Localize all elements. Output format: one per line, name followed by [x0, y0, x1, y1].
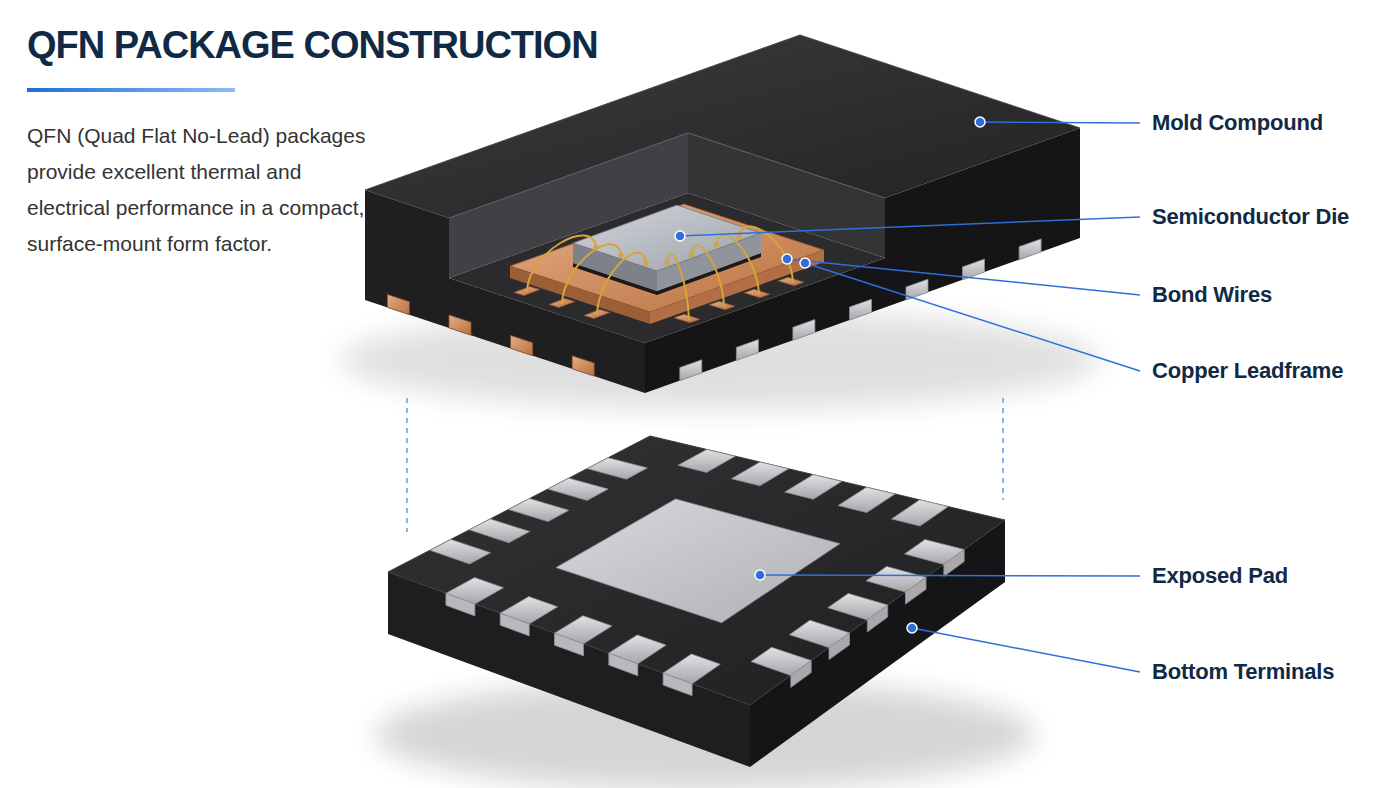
- bottom-terminal: [469, 519, 530, 543]
- bottom-view-package: [388, 436, 1005, 767]
- lead-finger: [674, 314, 700, 323]
- package-terminals: [387, 239, 1041, 381]
- package-terminal: [1019, 239, 1041, 260]
- title-rule: [27, 88, 235, 92]
- bond-wire: [716, 235, 759, 294]
- leader-lines: [675, 117, 1140, 672]
- terminal-wrap: [867, 605, 887, 632]
- leader-line: [805, 263, 1140, 371]
- bond-wire: [527, 236, 596, 291]
- mold-edge: [449, 133, 885, 218]
- bottom-terminal: [509, 499, 569, 522]
- part-label: Bond Wires: [1152, 280, 1272, 310]
- bottom-terminal: [838, 487, 895, 512]
- terminal-wrap: [944, 550, 964, 577]
- label-holder: Exposed Pad: [1152, 561, 1288, 591]
- bottom-terminal: [587, 458, 647, 479]
- leader-line: [787, 259, 1140, 295]
- terminal-wrap: [500, 613, 529, 636]
- package-terminal: [511, 335, 533, 355]
- part-label: Copper Leadframe: [1152, 356, 1343, 386]
- bond-wire: [739, 227, 793, 282]
- leadframe-pad: [510, 204, 824, 312]
- terminal-wrap: [446, 593, 475, 616]
- part-label: Bottom Terminals: [1152, 657, 1334, 687]
- label-holder: Mold Compound: [1152, 108, 1323, 138]
- pads-and-terminals: [430, 449, 964, 695]
- label-holder: QFN (Quad Flat No-Lead) packages provide…: [27, 118, 369, 262]
- package-terminal: [793, 320, 815, 341]
- leader-dot: [755, 570, 765, 580]
- leader-line: [980, 122, 1140, 123]
- package-terminal: [449, 315, 471, 335]
- terminal-wrap: [609, 653, 638, 676]
- bottom-terminal: [785, 475, 842, 500]
- guide-line: [1002, 398, 1004, 500]
- package-terminal: [387, 294, 409, 314]
- terminal-wrap: [663, 673, 692, 696]
- terminal-wrap: [829, 633, 850, 660]
- label-holder: Bond Wires: [1152, 280, 1272, 310]
- leader-line: [912, 628, 1140, 672]
- bottom-terminal: [892, 500, 949, 526]
- bottom-terminal: [548, 478, 608, 500]
- terminal-wrap: [555, 633, 584, 656]
- bond-wire: [691, 246, 724, 306]
- package-terminal: [736, 340, 758, 361]
- leader-dot: [800, 258, 810, 268]
- part-label: Semiconductor Die: [1152, 202, 1349, 232]
- label-holder: Semiconductor Die: [1152, 202, 1349, 232]
- bond-wire: [597, 253, 646, 314]
- page-title: QFN PACKAGE CONSTRUCTION: [27, 22, 598, 68]
- bottom-terminal: [732, 462, 789, 486]
- title-holder: QFN PACKAGE CONSTRUCTION: [27, 22, 598, 68]
- part-label: Mold Compound: [1152, 108, 1323, 138]
- package-bottom: [388, 436, 1005, 705]
- cutaway-package: [365, 35, 1080, 393]
- lead-finger: [709, 301, 735, 310]
- bond-wires: [527, 227, 793, 319]
- guide-line: [406, 398, 408, 532]
- lead-finger: [744, 289, 770, 298]
- leader-dot: [782, 254, 792, 264]
- lead-finger: [778, 277, 804, 286]
- bond-wire: [667, 254, 689, 319]
- bottom-terminal: [430, 539, 491, 564]
- label-holder: Copper Leadframe: [1152, 356, 1343, 386]
- terminal-wrap: [906, 577, 927, 604]
- leader-dot: [907, 623, 917, 633]
- package-terminal: [680, 360, 702, 381]
- leader-line: [680, 217, 1140, 236]
- exposed-pad: [556, 499, 840, 623]
- terminal-wrap: [791, 661, 811, 688]
- leader-dot: [975, 117, 985, 127]
- label-holder: Bottom Terminals: [1152, 657, 1334, 687]
- leader-dot: [675, 231, 685, 241]
- package-terminal: [572, 356, 594, 376]
- part-label: Exposed Pad: [1152, 561, 1288, 591]
- description-text: QFN (Quad Flat No-Lead) packages provide…: [27, 118, 369, 262]
- bottom-terminal: [678, 449, 735, 472]
- leader-line: [760, 575, 1140, 576]
- package-terminal: [850, 299, 872, 320]
